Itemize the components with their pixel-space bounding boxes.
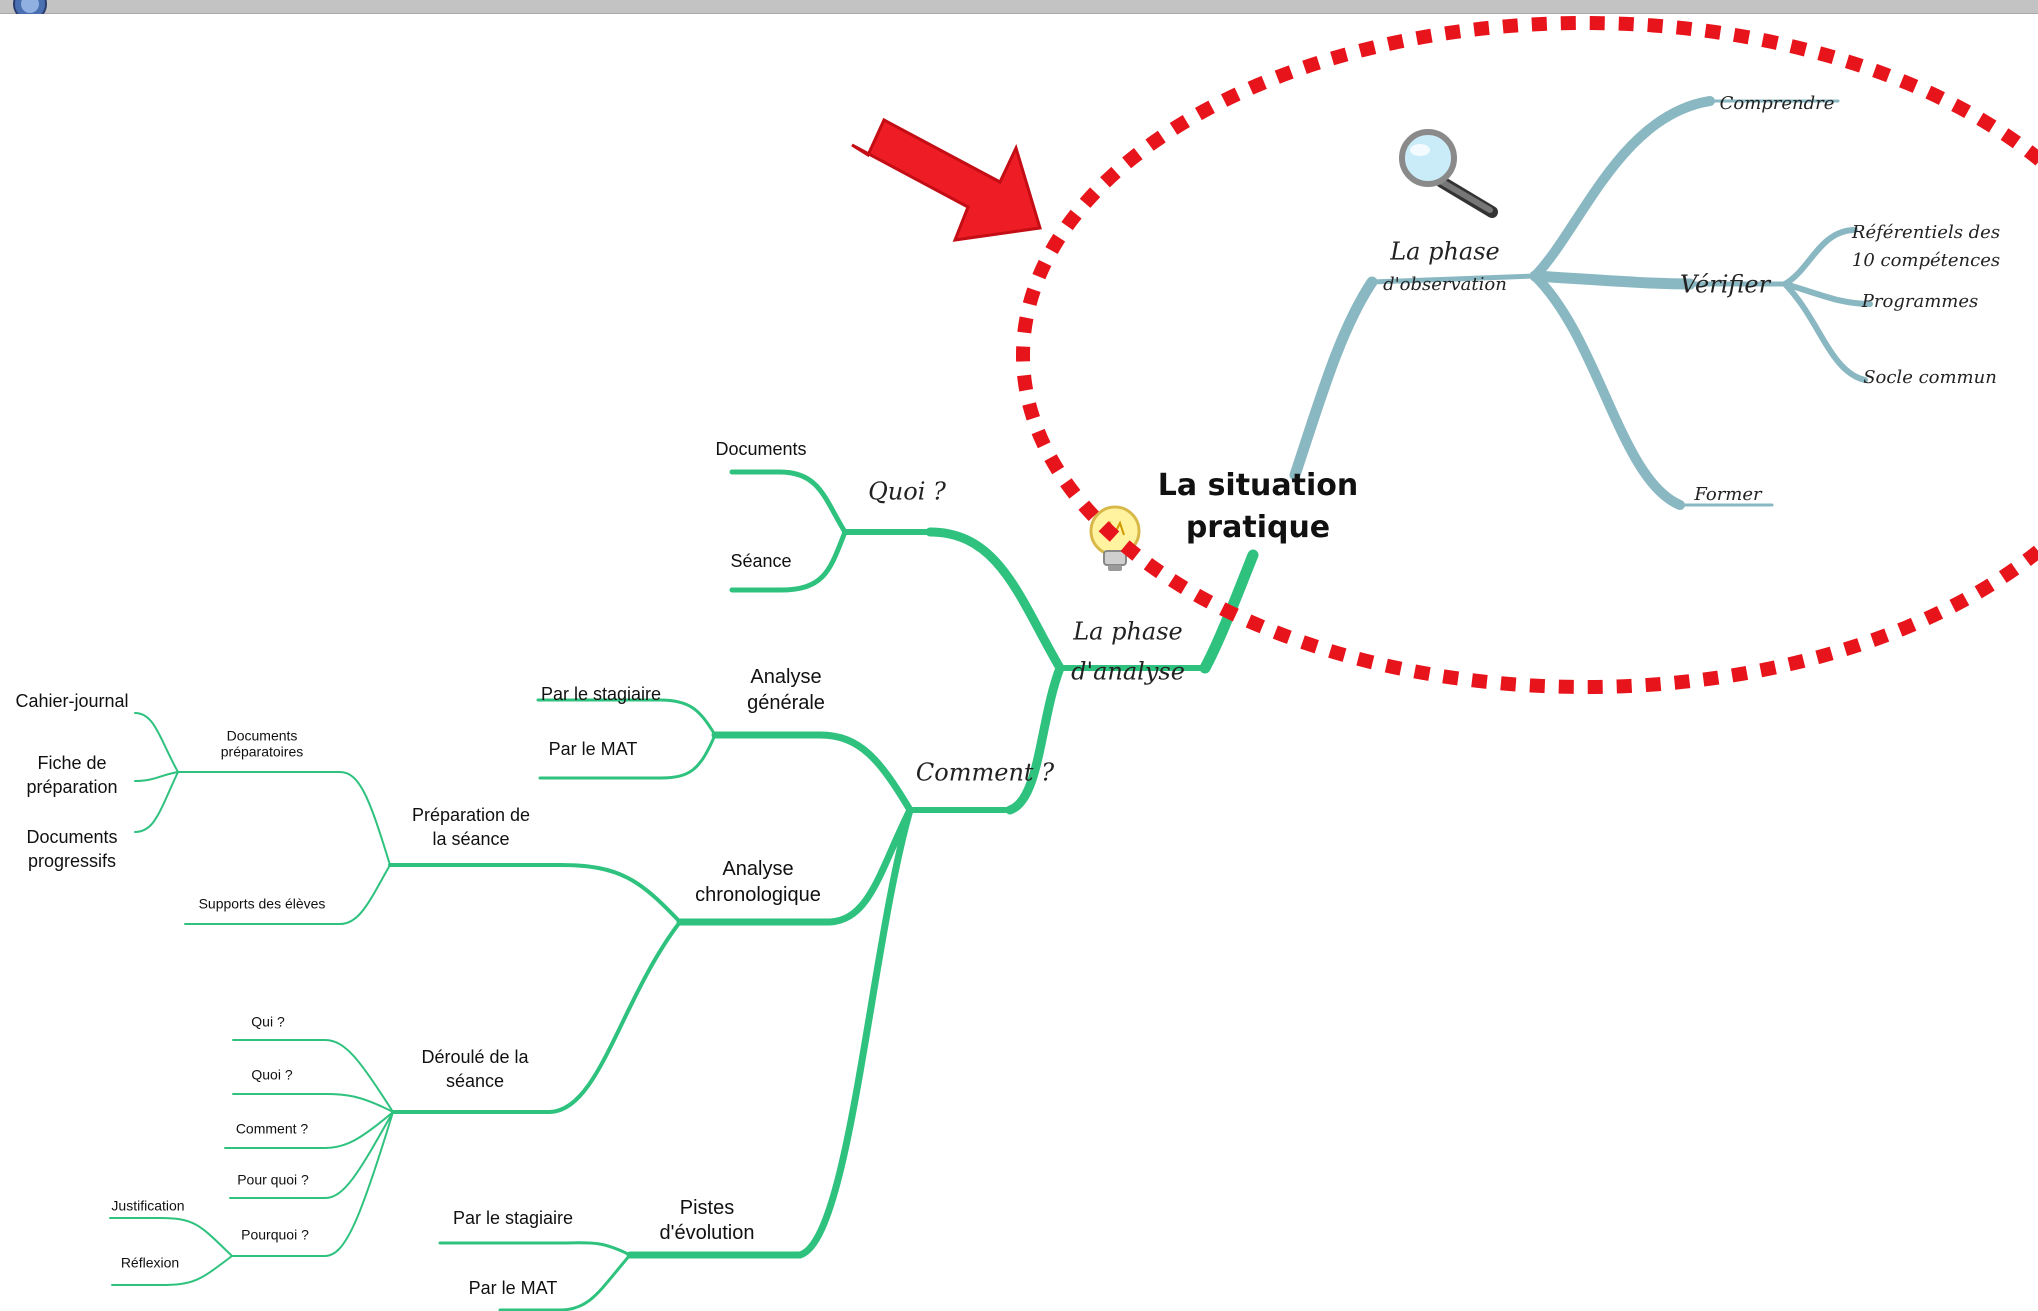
- node-pistes-line1[interactable]: Pistes: [679, 1197, 735, 1219]
- branch-pistes-stagiaire: [438, 1241, 632, 1257]
- branch-analyse-comment: [1005, 663, 1065, 815]
- observation-title-line2[interactable]: d'observation: [1383, 274, 1507, 296]
- branch-docs-cahier: [134, 712, 179, 773]
- node-former[interactable]: Former: [1694, 484, 1762, 506]
- branch-deroule-pourquoi-space: [229, 1111, 394, 1199]
- node-pour-quoi[interactable]: Pour quoi ?: [237, 1171, 309, 1188]
- node-comment-small[interactable]: Comment ?: [235, 1120, 309, 1137]
- node-socle-commun[interactable]: Socle commun: [1863, 367, 1997, 389]
- branch-preparation-docs: [177, 771, 391, 866]
- branch-docs-prog: [134, 771, 179, 833]
- node-docs-prog-line2[interactable]: progressifs: [27, 851, 117, 872]
- branch-comment-generale: [711, 731, 914, 814]
- node-seance[interactable]: Séance: [730, 551, 792, 572]
- branch-chrono-preparation: [388, 863, 682, 924]
- branch-pistes-mat: [498, 1253, 632, 1311]
- node-comprendre[interactable]: Comprendre: [1719, 93, 1835, 115]
- branch-verifier-referentiels: [1782, 227, 1858, 287]
- node-referentiels-line1[interactable]: Référentiels des: [1851, 222, 2001, 244]
- branch-observation-comprendre: [1530, 96, 1715, 281]
- branch-quoi-documents: [729, 469, 848, 535]
- node-documents-prep-line1[interactable]: Documents: [226, 727, 298, 744]
- branch-pourquoi-reflexion: [111, 1255, 233, 1286]
- branch-quoi-seance: [729, 529, 848, 593]
- lightbulb-icon: [1089, 505, 1141, 571]
- node-documents-prep-line2[interactable]: préparatoires: [220, 743, 304, 760]
- node-par-le-mat-2[interactable]: Par le MAT: [468, 1278, 558, 1299]
- observation-branches: [1289, 96, 1873, 510]
- highlight-ellipse: [1016, 16, 2038, 694]
- node-supports[interactable]: Supports des élèves: [198, 895, 326, 912]
- node-analyse-chrono-line1[interactable]: Analyse: [722, 858, 794, 880]
- central-topic-line1[interactable]: La situation: [1157, 468, 1359, 503]
- node-referentiels-line2[interactable]: 10 compétences: [1851, 250, 2001, 272]
- central-topic-line2[interactable]: pratique: [1185, 510, 1331, 545]
- branch-deroule-quoi: [232, 1093, 394, 1113]
- branch-chrono-deroule: [391, 920, 682, 1114]
- node-programmes[interactable]: Programmes: [1861, 291, 1979, 313]
- node-documents[interactable]: Documents: [715, 439, 807, 460]
- node-quoi-small[interactable]: Quoi ?: [251, 1066, 293, 1083]
- node-preparation-line2[interactable]: la séance: [432, 829, 510, 850]
- node-deroule-line2[interactable]: séance: [445, 1071, 505, 1092]
- node-preparation-line1[interactable]: Préparation de: [411, 805, 531, 826]
- observation-title-line1[interactable]: La phase: [1390, 237, 1500, 266]
- node-analyse-generale-line1[interactable]: Analyse: [750, 666, 822, 688]
- magnifier-icon: [1399, 129, 1498, 218]
- branch-observation-verifier: [1529, 270, 1696, 290]
- node-justification[interactable]: Justification: [111, 1197, 185, 1214]
- branch-verifier-socle: [1782, 281, 1868, 383]
- analyse-title-line2[interactable]: d'analyse: [1071, 657, 1185, 686]
- branch-pourquoi-justification: [109, 1217, 233, 1257]
- node-quoi[interactable]: Quoi ?: [868, 477, 946, 506]
- underline-observation: [1369, 273, 1538, 285]
- node-fiche-line2[interactable]: préparation: [26, 777, 118, 798]
- node-par-le-mat[interactable]: Par le MAT: [548, 739, 638, 760]
- branch-comment-chrono: [676, 806, 914, 926]
- node-qui[interactable]: Qui ?: [251, 1013, 285, 1030]
- branch-generale-stagiaire: [536, 698, 717, 737]
- branch-comment-pistes: [626, 806, 914, 1259]
- branch-deroule-qui: [232, 1039, 394, 1113]
- branch-docs-fiche: [134, 771, 179, 782]
- branch-center-observation: [1289, 276, 1378, 481]
- branch-observation-former: [1530, 271, 1685, 510]
- node-reflexion[interactable]: Réflexion: [120, 1254, 180, 1271]
- node-analyse-chrono-line2[interactable]: chronologique: [695, 884, 821, 906]
- top-toolbar: [0, 0, 2038, 14]
- node-pistes-line2[interactable]: d'évolution: [659, 1222, 755, 1244]
- branch-generale-mat: [538, 733, 717, 780]
- node-fiche-line1[interactable]: Fiche de: [37, 753, 107, 774]
- analyse-title-line1[interactable]: La phase: [1073, 617, 1183, 646]
- node-par-le-stagiaire[interactable]: Par le stagiaire: [540, 684, 662, 705]
- branch-deroule-comment: [224, 1111, 394, 1149]
- node-cahier-journal[interactable]: Cahier-journal: [15, 691, 129, 712]
- corner-logo-icon[interactable]: [0, 0, 62, 14]
- node-deroule-line1[interactable]: Déroulé de la: [421, 1047, 529, 1068]
- node-comment[interactable]: Comment ?: [915, 758, 1055, 787]
- node-verifier[interactable]: Vérifier: [1679, 270, 1771, 299]
- branch-preparation-supports: [184, 864, 391, 925]
- node-analyse-generale-line2[interactable]: générale: [747, 692, 825, 714]
- arrow-icon: [851, 117, 1042, 242]
- branch-deroule-pourquoi: [231, 1111, 394, 1257]
- branch-analyse-quoi: [925, 527, 1065, 673]
- branch-verifier-programmes: [1782, 281, 1873, 307]
- node-par-le-stagiaire-2[interactable]: Par le stagiaire: [452, 1208, 574, 1229]
- node-pourquoi[interactable]: Pourquoi ?: [241, 1226, 309, 1243]
- node-docs-prog-line1[interactable]: Documents: [26, 827, 118, 848]
